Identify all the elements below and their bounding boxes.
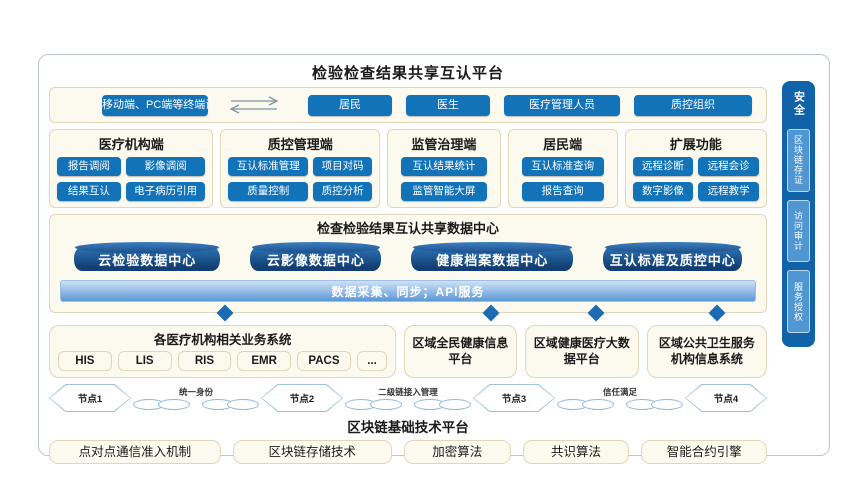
feature-button: 质控分析 [313, 181, 373, 201]
feature-button: 互认结果统计 [401, 157, 487, 176]
regional-health-info-platform: 区域全民健康信息平台 [404, 325, 517, 378]
feature-button: 报告调阅 [57, 157, 121, 176]
feature-button: 互认标准管理 [228, 157, 309, 176]
security-item-service-authorization: 服务授权 [787, 270, 810, 334]
diamond-connector-icon [708, 304, 726, 322]
blockchain-nodes-row: 节点1 统一身份 节点2 二级链接入管理 节点3 信任满足 [49, 382, 767, 414]
feature-button: 远程会诊 [698, 157, 759, 176]
feature-button: 远程教学 [698, 181, 759, 201]
chain-label: 信任满足 [602, 387, 637, 397]
sync-arrows-icon [226, 95, 282, 115]
terminal-panel: 移动端、PC端等终端设备 居民 医生 医疗管理人员 质控组织 [49, 87, 767, 123]
hospital-systems-title: 各医疗机构相关业务系统 [153, 333, 292, 347]
system-box-pacs: PACS [297, 351, 351, 371]
panel-title: 居民端 [543, 137, 583, 152]
diamond-connector-icon [482, 304, 500, 322]
panel-title: 监管治理端 [411, 137, 477, 152]
chain-label: 二级链接入管理 [378, 387, 438, 397]
security-item-access-audit: 访问审计 [787, 199, 810, 263]
security-item-blockchain-evidence: 区块链存证 [787, 129, 810, 192]
tech-box-storage: 区块链存储技术 [232, 440, 392, 464]
terminal-device-button: 移动端、PC端等终端设备 [102, 94, 208, 116]
data-cylinder-imaging: 云影像数据中心 [250, 242, 382, 271]
api-service-band: 数据采集、同步；API服务 [60, 280, 756, 302]
chain-link-icon [557, 399, 683, 410]
blockchain-node-4: 节点4 [685, 384, 767, 412]
panel-supervision: 监管治理端 互认结果统计 监管智能大屏 [387, 129, 501, 208]
user-buttons: 居民 医生 医疗管理人员 质控组织 [308, 94, 752, 116]
feature-button: 远程诊断 [632, 157, 694, 176]
chain-label: 统一身份 [178, 387, 213, 397]
panel-title: 医疗机构端 [98, 137, 164, 152]
page-title: 检验检查结果共享互认平台 [311, 65, 504, 82]
feature-button: 数字影像 [632, 181, 694, 201]
panel-extended-functions: 扩展功能 远程诊断 远程会诊 数字影像 远程教学 [624, 129, 767, 208]
feature-button: 互认标准查询 [521, 157, 604, 176]
user-button-manager: 医疗管理人员 [504, 94, 620, 116]
hospital-systems-panel: 各医疗机构相关业务系统 HIS LIS RIS EMR PACS ... [49, 325, 397, 378]
system-box-emr: EMR [237, 351, 292, 371]
chain-link: 信任满足 [555, 386, 685, 410]
blockchain-node-1: 节点1 [49, 384, 131, 412]
panel-medical-institution: 医疗机构端 报告调阅 影像调阅 结果互认 电子病历引用 [49, 129, 214, 208]
feature-button: 影像调阅 [125, 157, 206, 176]
client-panels-row: 医疗机构端 报告调阅 影像调阅 结果互认 电子病历引用 质控管理端 互认标准管理… [49, 129, 767, 208]
blockchain-node-3: 节点3 [473, 384, 555, 412]
feature-button: 项目对码 [313, 157, 373, 176]
blockchain-platform-title: 区块链基础技术平台 [347, 420, 469, 435]
data-cylinder-standards: 互认标准及质控中心 [603, 242, 742, 271]
data-center-panel: 检查检验结果互认共享数据中心 云检验数据中心 云影像数据中心 健康档案数据中心 … [49, 214, 767, 322]
user-button-resident: 居民 [308, 94, 392, 116]
security-sidebar: 安全 区块链存证 访问审计 服务授权 [782, 81, 815, 347]
chain-link: 统一身份 [131, 386, 261, 410]
feature-button: 质量控制 [228, 181, 309, 201]
blockchain-tech-row: 点对点通信准入机制 区块链存储技术 加密算法 共识算法 智能合约引擎 [49, 440, 768, 464]
panel-title: 扩展功能 [669, 137, 722, 152]
diamond-connector-icon [216, 304, 234, 322]
diamond-connector-icon [587, 304, 605, 322]
data-cylinder-health-records: 健康档案数据中心 [411, 242, 574, 271]
feature-button: 监管智能大屏 [401, 182, 487, 201]
panel-resident: 居民端 互认标准查询 报告查询 [507, 129, 618, 208]
feature-button: 电子病历引用 [125, 181, 206, 201]
system-box-more: ... [356, 351, 388, 371]
tech-box-encryption: 加密算法 [403, 440, 511, 464]
regional-bigdata-platform: 区域健康医疗大数据平台 [524, 325, 639, 378]
panel-quality-management: 质控管理端 互认标准管理 项目对码 质量控制 质控分析 [220, 129, 381, 208]
chain-link-icon [345, 399, 471, 410]
tech-box-consensus: 共识算法 [522, 440, 630, 464]
system-box-lis: LIS [117, 351, 172, 371]
chain-link-icon [133, 399, 259, 410]
security-sidebar-title: 安全 [792, 91, 805, 117]
feature-button: 结果互认 [57, 181, 121, 201]
tech-box-p2p: 点对点通信准入机制 [49, 440, 221, 464]
data-cylinders-row: 云检验数据中心 云影像数据中心 健康档案数据中心 互认标准及质控中心 [60, 242, 756, 271]
data-center-title: 检查检验结果互认共享数据中心 [316, 221, 499, 236]
tech-box-smart-contract: 智能合约引擎 [641, 440, 768, 464]
chain-link: 二级链接入管理 [343, 386, 473, 410]
user-button-qc-org: 质控组织 [634, 94, 752, 116]
public-health-service-system: 区域公共卫生服务机构信息系统 [646, 325, 767, 378]
blockchain-node-2: 节点2 [261, 384, 343, 412]
data-cylinder-lab: 云检验数据中心 [74, 242, 221, 271]
system-box-ris: RIS [177, 351, 232, 371]
main-column: 检验检查结果共享互认平台 移动端、PC端等终端设备 居民 医生 医疗管理人员 质… [49, 60, 768, 464]
user-button-doctor: 医生 [406, 94, 490, 116]
panel-title: 质控管理端 [267, 137, 333, 152]
systems-row: 各医疗机构相关业务系统 HIS LIS RIS EMR PACS ... 区域全… [49, 325, 767, 378]
feature-button: 报告查询 [521, 182, 604, 201]
diagram-frame: 检验检查结果共享互认平台 移动端、PC端等终端设备 居民 医生 医疗管理人员 质… [38, 54, 830, 464]
system-box-his: HIS [58, 351, 112, 371]
